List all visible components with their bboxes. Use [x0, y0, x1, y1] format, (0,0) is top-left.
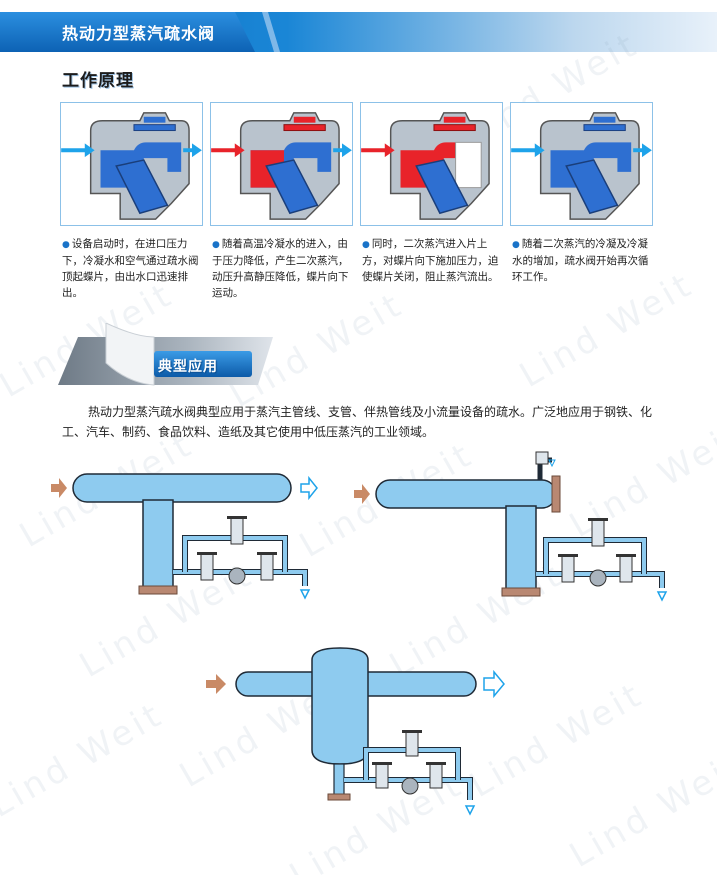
header-bar	[0, 12, 717, 52]
watermark: Lind Weit	[0, 694, 171, 826]
principle-step-4: ●随着二次蒸汽的冷凝及冷凝水的增加，疏水阀开始再次循环工作。	[512, 238, 649, 283]
bullet-icon: ●	[212, 240, 220, 250]
principle-step-2: ●随着高温冷凝水的进入，由于压力降低，产生二次蒸汽，动压升高静压降低，蝶片向下运…	[212, 238, 349, 299]
principle-panel-2	[210, 102, 353, 226]
valve-icon	[426, 762, 446, 789]
steam-trap-icon	[228, 567, 246, 585]
valve-icon	[616, 554, 636, 583]
application-diagram-main-line	[51, 473, 318, 600]
inlet-arrow-icon	[51, 478, 67, 498]
application-ribbon	[58, 323, 273, 386]
steam-trap-icon	[401, 777, 419, 795]
drain-arrow-icon	[656, 591, 668, 602]
valve-icon	[402, 730, 422, 757]
application-diagram-separator	[206, 647, 505, 816]
vent-arrow-icon	[548, 459, 556, 468]
steam-trap-icon	[589, 569, 607, 587]
drain-arrow-icon	[299, 589, 311, 600]
outlet-arrow-icon	[483, 669, 505, 699]
valve-icon	[197, 552, 217, 581]
air-vent-icon	[535, 451, 549, 465]
page-title: 热动力型蒸汽疏水阀	[62, 24, 216, 43]
bullet-icon: ●	[362, 240, 370, 250]
principle-step-1: ●设备启动时，在进口压力下，冷凝水和空气通过疏水阀顶起蝶片，由出水口迅速排出。	[62, 238, 199, 299]
inlet-arrow-icon	[206, 674, 226, 694]
principle-panel-3	[360, 102, 503, 226]
section-title-principle: 工作原理	[62, 71, 134, 91]
section-title-application: 典型应用	[158, 359, 218, 375]
outlet-arrow-icon	[300, 475, 318, 501]
valve-icon	[558, 554, 578, 583]
header-stripe	[262, 12, 280, 52]
inlet-arrow-icon	[354, 484, 370, 504]
principle-panel-1	[60, 102, 203, 226]
application-diagram-line-end	[354, 451, 668, 602]
valve-icon	[257, 552, 277, 581]
valve-icon	[372, 762, 392, 789]
principle-panel-4	[510, 102, 653, 226]
principle-step-3: ●同时，二次蒸汽进入片上方，对蝶片向下施加压力，迫使蝶片关闭，阻止蒸汽流出。	[362, 238, 499, 283]
valve-icon	[588, 518, 608, 547]
application-description: 热动力型蒸汽疏水阀典型应用于蒸汽主管线、支管、伴热管线及小流量设备的疏水。广泛地…	[62, 405, 653, 439]
valve-icon	[227, 516, 247, 545]
bullet-icon: ●	[62, 240, 70, 250]
drain-arrow-icon	[464, 805, 476, 816]
watermark: Lind Weit	[562, 744, 717, 875]
bullet-icon: ●	[512, 240, 520, 250]
header-tab	[0, 12, 255, 52]
